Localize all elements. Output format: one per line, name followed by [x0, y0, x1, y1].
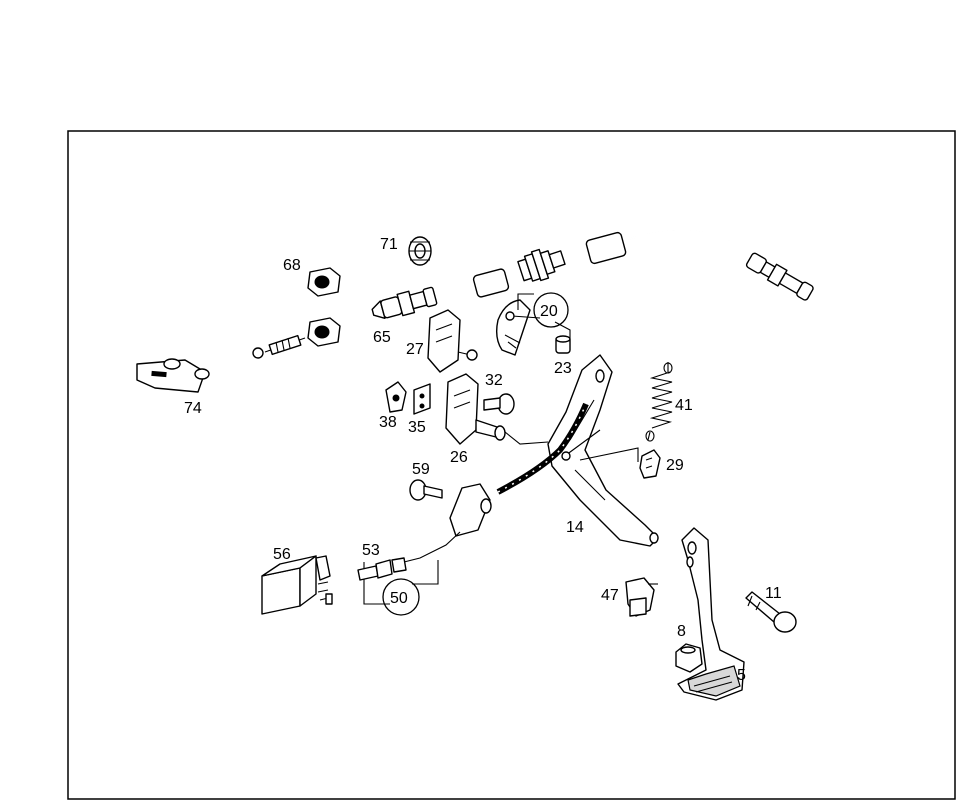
- part-32-screw: [483, 393, 515, 415]
- part-29-clip: [639, 449, 661, 479]
- label-38: 38: [379, 414, 397, 431]
- part-38-clip: [385, 381, 407, 413]
- part-35-plate: [413, 383, 431, 415]
- label-56: 56: [273, 546, 291, 563]
- part-27-lever-housing: [427, 309, 478, 373]
- label-71: 71: [380, 236, 398, 253]
- label-27: 27: [406, 341, 424, 358]
- circle-20: [533, 292, 569, 328]
- label-35: 35: [408, 419, 426, 436]
- part-14-pedal-lever: [547, 354, 659, 547]
- part-5-pedal-pad: [677, 527, 745, 701]
- circle-50: [382, 578, 420, 616]
- label-11: 11: [765, 585, 782, 602]
- part-59-bolt: [409, 479, 443, 501]
- label-53: 53: [362, 542, 380, 559]
- part-50-sensor-unit: [363, 483, 492, 605]
- part-41-spring: [645, 362, 673, 442]
- part-11-pin: [745, 591, 797, 633]
- cable-adjuster-bolt: [252, 334, 306, 359]
- label-41: 41: [675, 397, 693, 414]
- part-56-relay-box: [261, 555, 333, 615]
- label-32: 32: [485, 372, 503, 389]
- label-8: 8: [677, 623, 686, 640]
- throttle-cable-drawing: [339, 229, 814, 326]
- part-20-pin: [495, 293, 571, 356]
- label-29: 29: [666, 457, 684, 474]
- label-5: 5: [737, 667, 746, 684]
- label-23: 23: [554, 360, 572, 377]
- label-65: 65: [373, 329, 391, 346]
- label-59: 59: [412, 461, 430, 478]
- part-8-nut: [675, 643, 703, 673]
- part-47-switch: [625, 577, 658, 617]
- label-20: 20: [540, 303, 558, 320]
- part-26-lever-housing: [445, 373, 549, 445]
- label-68: 68: [283, 257, 301, 274]
- label-74: 74: [184, 400, 202, 417]
- part-23-bushing: [555, 335, 571, 354]
- part-53-connector: [357, 557, 407, 581]
- label-14: 14: [566, 519, 584, 536]
- part-74-bracket: [136, 358, 210, 393]
- pedal-cable: [496, 402, 589, 495]
- part-68-clip: [307, 267, 341, 347]
- label-50: 50: [390, 590, 408, 607]
- part-71-grommet: [408, 236, 432, 266]
- label-26: 26: [450, 449, 468, 466]
- diagram-frame: [67, 130, 956, 800]
- part-labels: 71 68 65 20 27 23 74 32 41 38 35 26 29 5…: [184, 236, 782, 684]
- label-47: 47: [601, 587, 619, 604]
